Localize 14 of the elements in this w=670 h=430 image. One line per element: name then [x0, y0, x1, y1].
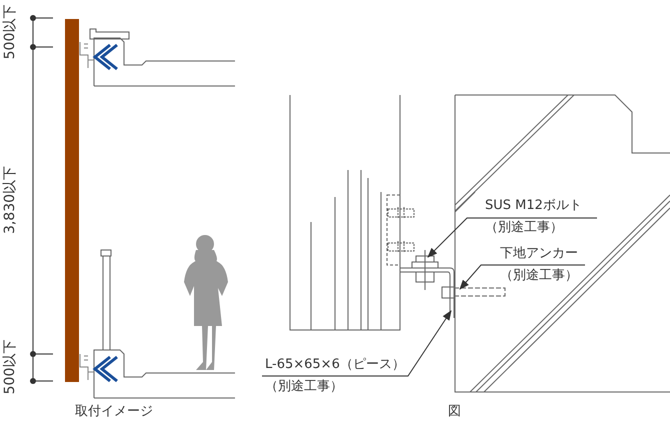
callout-label: SUS M12ボルト — [485, 198, 582, 214]
caption: 取付イメージ — [75, 404, 153, 420]
callout-label: L-65×65×6（ピース） — [265, 357, 405, 373]
dimension-label: 500以下 — [2, 340, 18, 394]
callout-label: （別途工事） — [265, 379, 344, 395]
callout-label: （別途工事） — [485, 220, 564, 236]
callout-label: （別途工事） — [500, 268, 578, 284]
dimension-label: 500以下 — [2, 4, 18, 60]
leader-line — [427, 218, 598, 258]
caption: 図 — [448, 404, 461, 420]
leader-line — [262, 310, 452, 376]
callout-label: 下地アンカー — [500, 246, 578, 262]
leader-line — [459, 264, 586, 290]
dimension-label: 3,830以下 — [2, 166, 18, 234]
